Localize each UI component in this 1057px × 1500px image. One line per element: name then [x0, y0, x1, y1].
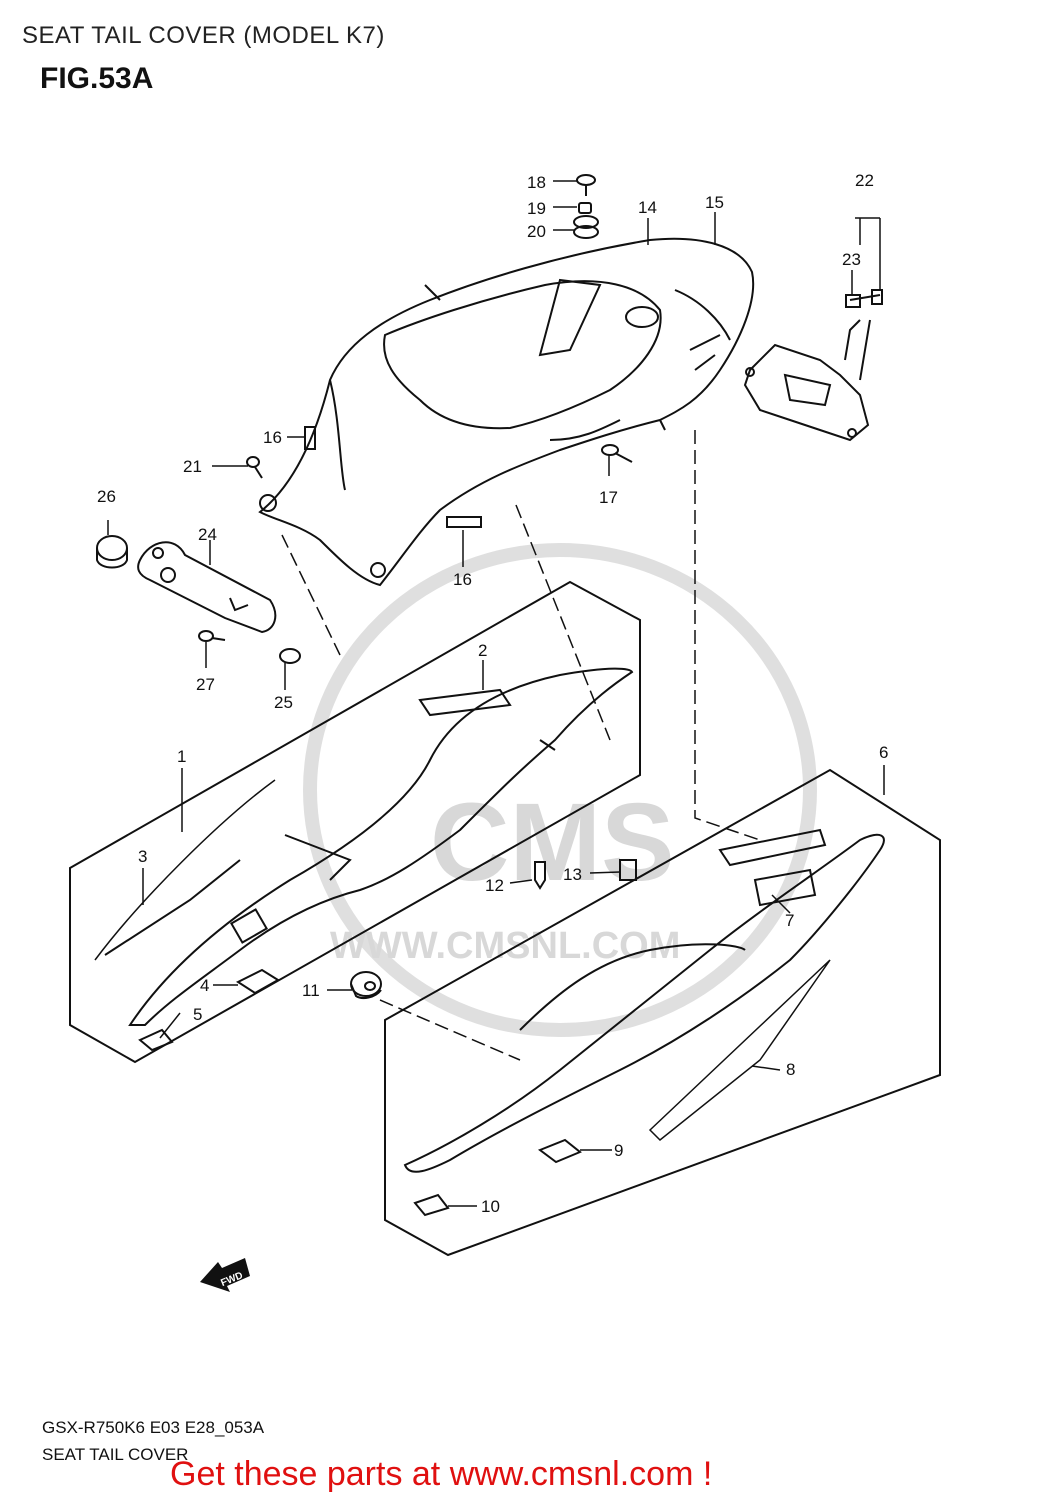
- watermark: CMS WWW.CMSNL.COM: [303, 543, 817, 1037]
- callout-18: 18: [527, 173, 546, 192]
- callout-6: 6: [879, 743, 888, 762]
- holder-24: [137, 541, 277, 634]
- label-16: [304, 426, 482, 528]
- callout-leaders: [107, 180, 885, 1207]
- callout-15: 15: [705, 193, 724, 212]
- callout-23: 23: [842, 250, 861, 269]
- diagram-code: GSX-R750K6 E03 E28_053A: [42, 1418, 265, 1437]
- callout-24: 24: [198, 525, 217, 544]
- pad-4: [235, 968, 280, 995]
- figure-number: FIG.53A: [40, 62, 154, 95]
- grommet-20: [573, 215, 599, 239]
- tail-cowl-14: [258, 237, 755, 587]
- screw-18: [576, 174, 596, 196]
- page-title: SEAT TAIL COVER (MODEL K7): [22, 22, 385, 49]
- callout-3: 3: [138, 847, 147, 866]
- cap-26: [96, 535, 128, 569]
- bracket-22: [743, 289, 883, 442]
- forward-arrow-icon: FWD: [200, 1258, 250, 1292]
- callout-11: 11: [302, 981, 320, 1000]
- emblem-8: [648, 959, 831, 1142]
- clip-12: [534, 861, 546, 890]
- washer-19: [578, 202, 592, 214]
- callout-21: 21: [183, 457, 202, 476]
- left-side-cover-1: [69, 580, 641, 1064]
- watermark-url: WWW.CMSNL.COM: [330, 925, 680, 967]
- callout-7: 7: [785, 911, 794, 930]
- callout-12: 12: [485, 876, 504, 895]
- callout-5: 5: [193, 1005, 202, 1024]
- callout-25: 25: [274, 693, 293, 712]
- pad-9: [537, 1138, 582, 1164]
- callout-19: 19: [527, 199, 546, 218]
- callout-16-upper: 16: [263, 428, 282, 447]
- bolt-21: [246, 456, 263, 479]
- callout-17: 17: [599, 488, 618, 507]
- callout-27: 27: [196, 675, 215, 694]
- callout-20: 20: [527, 222, 546, 241]
- callout-13: 13: [563, 865, 582, 884]
- nut-13: [619, 859, 637, 881]
- diagram-subtitle: SEAT TAIL COVER: [42, 1445, 189, 1464]
- callout-9: 9: [614, 1141, 623, 1160]
- pad-5: [138, 1028, 174, 1052]
- screw-27: [198, 630, 226, 642]
- callout-4: 4: [200, 976, 209, 995]
- right-side-cover-6: [384, 768, 941, 1257]
- bolt-17: [601, 444, 633, 463]
- callout-22: 22: [855, 171, 874, 190]
- callout-10: 10: [481, 1197, 500, 1216]
- callout-1: 1: [177, 747, 186, 766]
- nut-25: [279, 648, 301, 664]
- callout-2: 2: [478, 641, 487, 660]
- pad-10: [413, 1193, 450, 1217]
- callout-8: 8: [786, 1060, 795, 1079]
- assembly-lines: [281, 430, 761, 1061]
- callout-16-lower: 16: [453, 570, 472, 589]
- callout-14: 14: [638, 198, 657, 217]
- callout-26: 26: [97, 487, 116, 506]
- emblem-3: [94, 779, 276, 961]
- cta-link[interactable]: Get these parts at www.cmsnl.com !: [170, 1455, 713, 1493]
- cushion-11: [350, 971, 382, 999]
- watermark-letters: CMS: [430, 781, 674, 904]
